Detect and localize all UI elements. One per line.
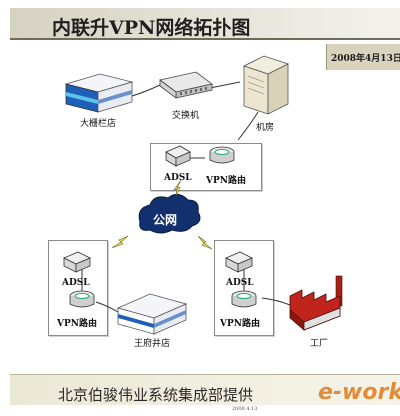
adsl-left-label: ADSL xyxy=(62,278,90,288)
link-switch-server xyxy=(209,81,241,89)
footer-bar xyxy=(10,374,400,405)
lightning-right-icon xyxy=(197,235,213,250)
link-server-vpn xyxy=(237,111,259,141)
footer-date-small: 2008.4.13 xyxy=(232,406,258,412)
public-network-label: 公网 xyxy=(153,213,178,227)
title-bar xyxy=(10,8,400,40)
factory-label: 工厂 xyxy=(310,339,329,349)
switch-label: 交换机 xyxy=(172,111,200,121)
vpn-router-left-icon xyxy=(69,290,95,308)
vpn-router-top-icon xyxy=(209,146,235,164)
adsl-left-icon xyxy=(63,251,91,273)
link-store-switch xyxy=(131,84,161,97)
switch-icon xyxy=(159,71,213,99)
link-vpn-factory xyxy=(261,297,291,306)
adsl-top-icon xyxy=(165,145,191,167)
lightning-top-icon xyxy=(173,179,182,197)
server-room-label: 机房 xyxy=(256,123,275,133)
server-icon xyxy=(242,55,290,115)
vpn-left-label: VPN路由 xyxy=(57,319,97,329)
vpn-router-right-icon xyxy=(231,290,257,308)
footer-credit: 北京伯骏伟业系统集成部提供 xyxy=(58,386,254,404)
date-box xyxy=(326,44,400,70)
store-dazhalan-label: 大栅栏店 xyxy=(80,119,117,129)
lightning-left-icon xyxy=(111,235,129,249)
store-dazhalan-icon xyxy=(64,73,134,113)
factory-icon xyxy=(289,275,343,331)
link-vpn-store-left xyxy=(95,301,119,313)
adsl-right-label: ADSL xyxy=(226,278,254,288)
vpn-top-label: VPN路由 xyxy=(206,176,246,186)
page-title: 内联升VPN网络拓扑图 xyxy=(52,17,251,39)
store-wangfujing-icon xyxy=(116,293,188,335)
eworks-logo: e-work xyxy=(318,380,400,405)
adsl-top-label: ADSL xyxy=(164,173,192,183)
adsl-right-icon xyxy=(225,251,253,273)
date-label: 2008年4月13日 xyxy=(331,54,400,64)
vpn-right-label: VPN路由 xyxy=(220,319,260,329)
store-wangfujing-label: 王府井店 xyxy=(134,339,171,349)
public-network-cloud-icon xyxy=(138,194,201,234)
wangfujing-site-box xyxy=(48,240,108,336)
